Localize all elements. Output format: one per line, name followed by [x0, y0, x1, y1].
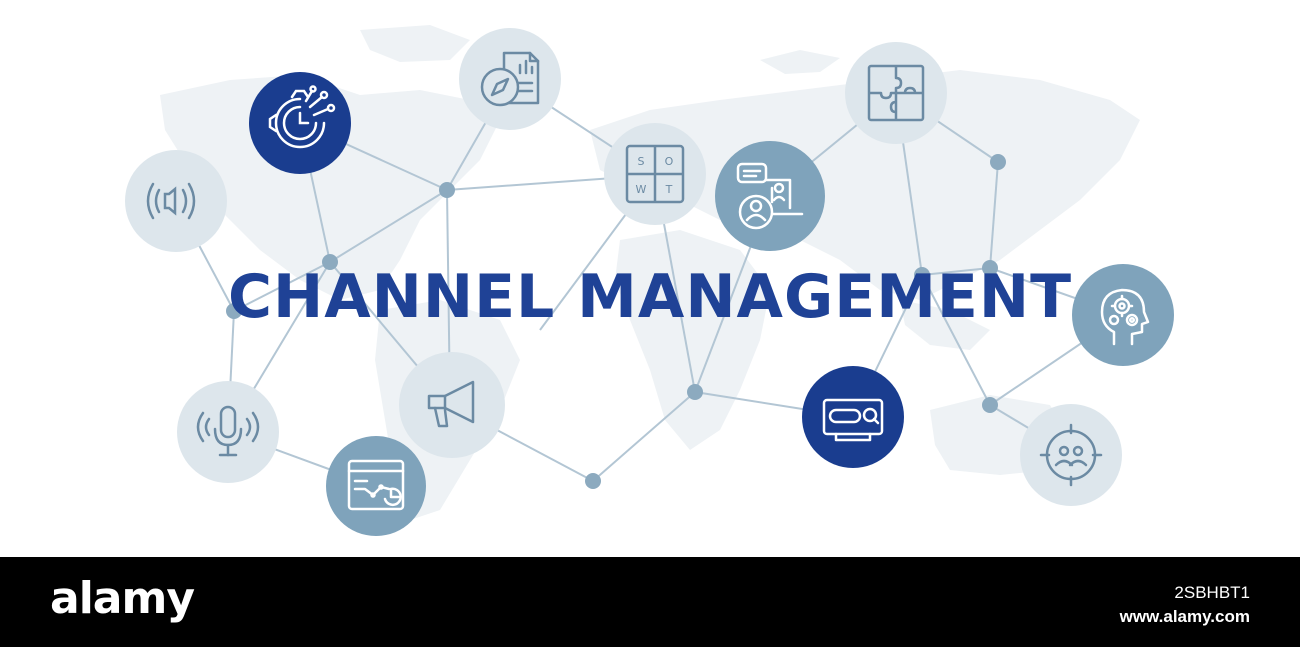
gear-clock-node [249, 72, 351, 174]
head-gears-node [1072, 264, 1174, 366]
web-analytics-icon [347, 459, 405, 511]
world-map [160, 25, 1140, 520]
video-call-icon [736, 162, 804, 230]
banner: S O W T [125, 25, 1174, 536]
search-bar-icon [822, 398, 884, 442]
video-call-node [715, 141, 825, 251]
megaphone-node [399, 352, 505, 458]
target-team-node [1020, 404, 1122, 506]
swot-letter-t: T [665, 183, 673, 196]
compass-report-node [459, 28, 561, 130]
network-dots [226, 154, 1006, 489]
puzzle-node [845, 42, 947, 144]
image-reference: 2SBHBT1 www.alamy.com [1120, 581, 1250, 629]
microphone-node [177, 381, 279, 483]
swot-letter-s: S [638, 155, 645, 168]
search-bar-node [802, 366, 904, 468]
network-diagram [160, 25, 1140, 520]
swot-node: S O W T [604, 123, 706, 225]
head-gears-icon [1100, 288, 1150, 346]
microphone-icon [196, 405, 260, 457]
image-id: 2SBHBT1 [1174, 583, 1250, 602]
megaphone-icon [427, 380, 475, 428]
swot-letter-o: O [665, 155, 674, 168]
web-analytics-node [326, 436, 426, 536]
compass-report-icon [480, 51, 540, 107]
site-url: www.alamy.com [1119, 607, 1250, 626]
puzzle-icon [867, 64, 925, 122]
target-team-icon [1039, 423, 1103, 487]
speaker-node [125, 150, 227, 252]
gear-clock-icon [268, 85, 336, 149]
swot-icon: S O W T [625, 144, 685, 204]
swot-letter-w: W [636, 183, 647, 196]
brand-logo: alamy [50, 573, 195, 624]
speaker-icon [146, 182, 196, 220]
headline: CHANNEL MANAGEMENT [227, 262, 1073, 332]
footer-bar: alamy 2SBHBT1 www.alamy.com [0, 557, 1300, 647]
